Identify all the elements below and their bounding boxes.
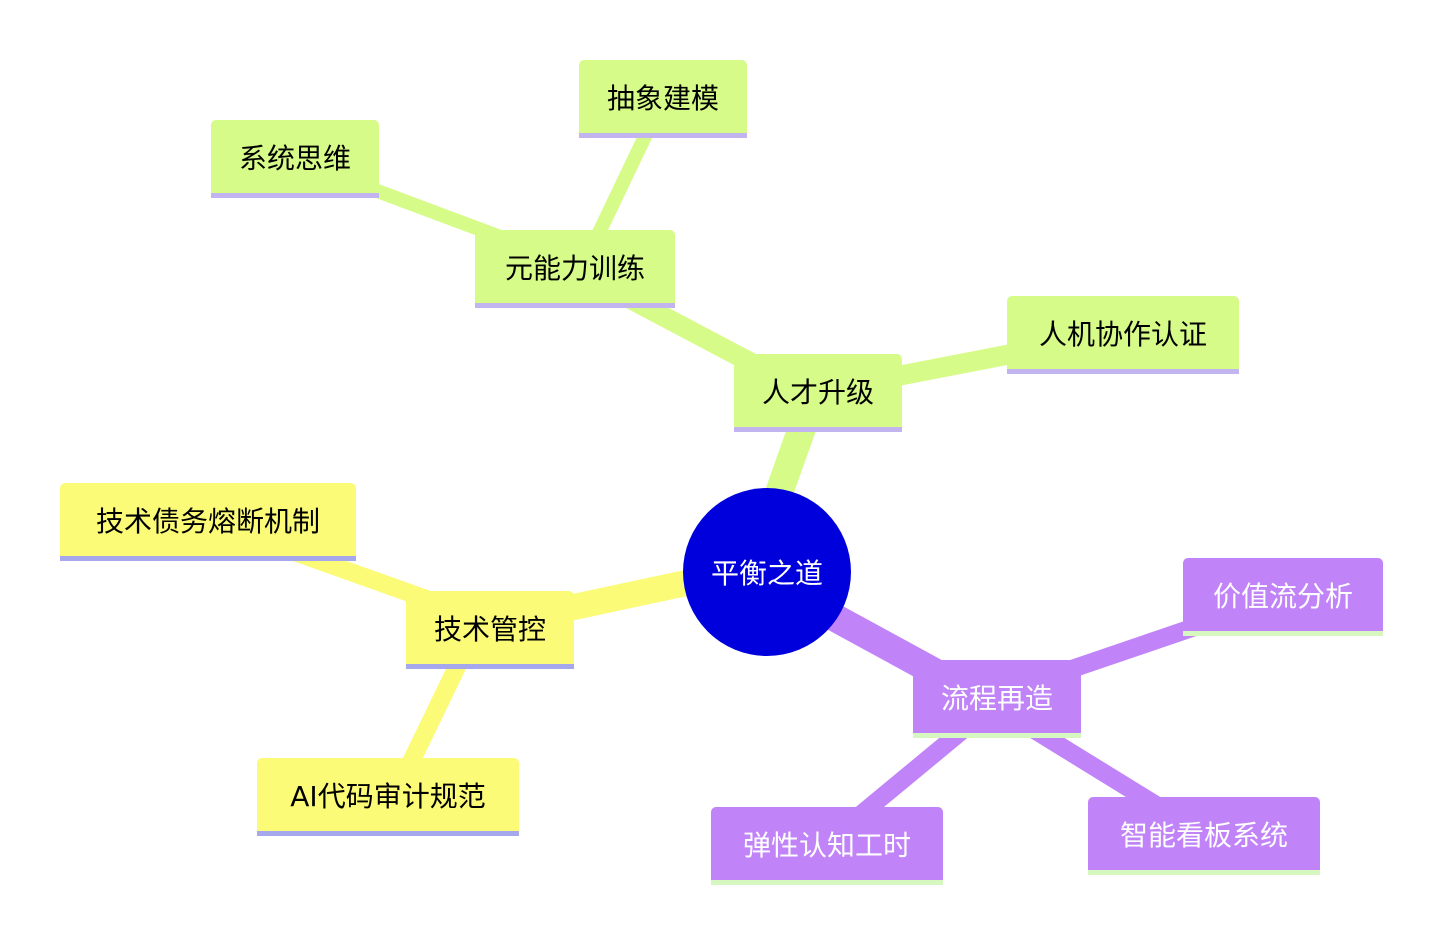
node-human-ai-certification[interactable]: 人机协作认证 <box>1007 296 1239 374</box>
node-tech-control[interactable]: 技术管控 <box>406 591 574 669</box>
node-value-stream-analysis[interactable]: 价值流分析 <box>1183 558 1383 636</box>
node-meta-ability-training[interactable]: 元能力训练 <box>475 230 675 308</box>
node-talent-upgrade[interactable]: 人才升级 <box>734 354 902 432</box>
node-process-reengineering[interactable]: 流程再造 <box>913 660 1081 738</box>
node-smart-kanban[interactable]: 智能看板系统 <box>1088 797 1320 875</box>
node-abstract-modeling[interactable]: 抽象建模 <box>579 60 747 138</box>
node-tech-debt-circuit-breaker[interactable]: 技术债务熔断机制 <box>60 483 356 561</box>
node-ai-code-audit[interactable]: AI代码审计规范 <box>257 758 519 836</box>
node-systems-thinking[interactable]: 系统思维 <box>211 120 379 198</box>
node-flexible-cognitive-hours[interactable]: 弹性认知工时 <box>711 807 943 885</box>
center-node[interactable]: 平衡之道 <box>683 488 851 656</box>
